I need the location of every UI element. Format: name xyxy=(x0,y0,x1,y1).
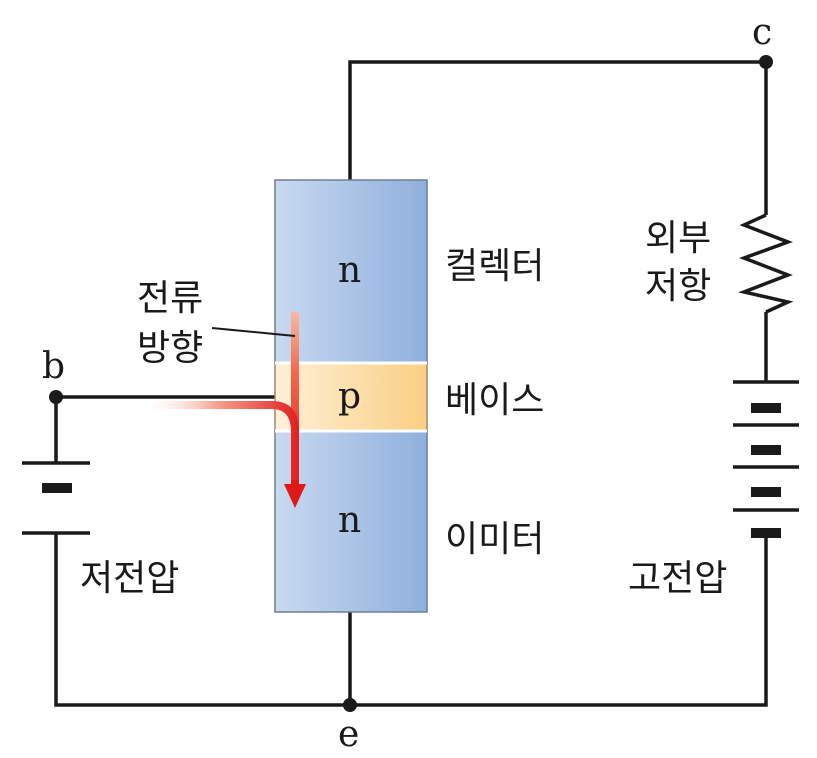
emitter-name: 이미터 xyxy=(445,519,544,560)
terminal-e-label: e xyxy=(338,714,359,755)
terminal-b-label: b xyxy=(42,346,65,387)
terminal-c-label: c xyxy=(752,12,772,53)
emitter-node xyxy=(343,698,357,712)
high-voltage-label: 고전압 xyxy=(628,558,727,599)
low-voltage-battery xyxy=(22,461,90,535)
resistor-label-line1: 외부 xyxy=(645,218,711,259)
resistor-zigzag xyxy=(738,213,794,314)
emitter-letter: n xyxy=(338,500,361,541)
emitter-layer xyxy=(274,430,428,613)
current-arrow xyxy=(140,312,306,508)
circuit-wires xyxy=(54,60,768,707)
current-direction-line2: 방향 xyxy=(137,328,203,369)
high-battery-to-ground-wire xyxy=(54,533,768,707)
collector-node xyxy=(759,55,773,69)
base-node xyxy=(49,390,63,404)
transistor-block xyxy=(274,179,428,613)
collector-layer xyxy=(274,179,428,364)
collector-name: 컬렉터 xyxy=(445,246,544,287)
current-direction-line1: 전류 xyxy=(137,278,203,319)
high-voltage-battery xyxy=(733,380,799,538)
resistor-label-line2: 저항 xyxy=(645,266,711,307)
base-layer xyxy=(274,362,428,432)
current-direction-leader xyxy=(211,327,296,337)
base-letter: p xyxy=(338,376,361,417)
base-name: 베이스 xyxy=(445,380,544,421)
collector-wire xyxy=(348,60,768,215)
collector-letter: n xyxy=(338,250,361,291)
low-voltage-label: 저전압 xyxy=(80,558,179,599)
